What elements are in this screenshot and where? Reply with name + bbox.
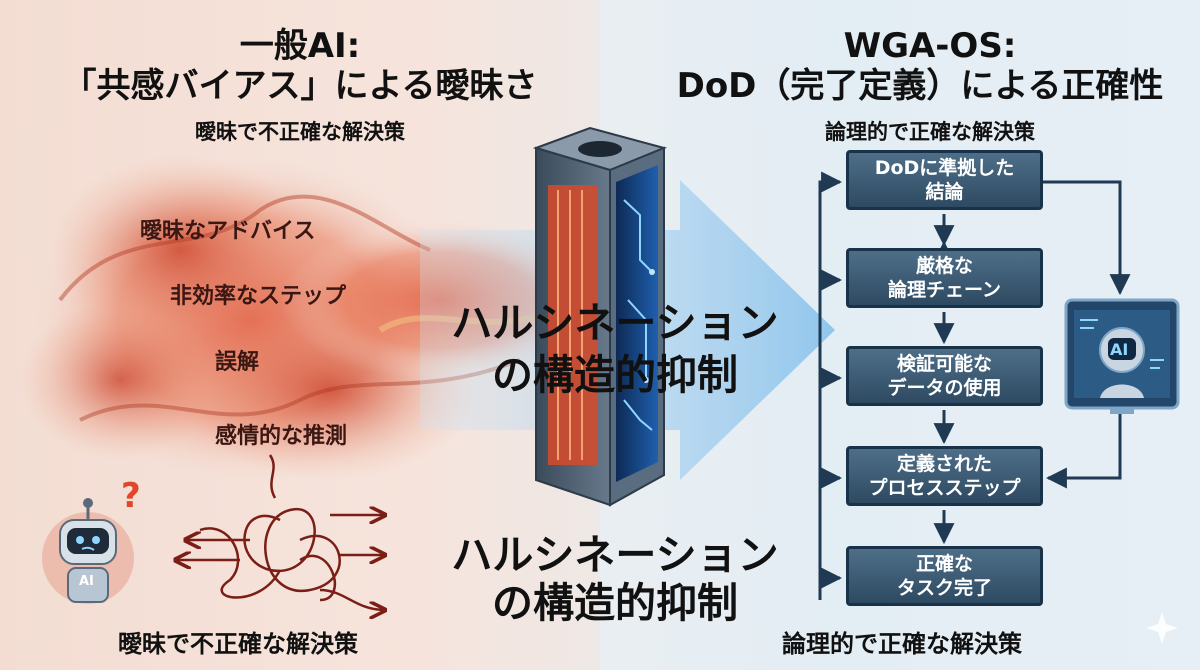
step-logic-chain: 厳格な 論理チェーン — [846, 248, 1043, 308]
step-dod-conclusion: DoDに準拠した 結論 — [846, 150, 1043, 210]
robot-confused-icon — [42, 498, 134, 604]
center-lower-line1: ハルシネーション — [451, 531, 779, 579]
right-subtitle: 論理的で正確な解決策 — [825, 120, 1035, 144]
step-line1: DoDに準拠した — [874, 157, 1015, 179]
ai-monitor-icon — [1064, 298, 1180, 414]
right-title-line1: WGA-OS: — [843, 26, 1017, 66]
robot-ai-badge: AI — [79, 574, 94, 589]
left-subtitle: 曖昧で不正確な解決策 — [195, 120, 405, 144]
step-line1: 定義された — [896, 453, 992, 475]
step-task-completion: 正確な タスク完了 — [846, 546, 1043, 606]
step-line2: 結論 — [925, 181, 964, 203]
monitor-ai-badge: AI — [1110, 340, 1129, 359]
left-item-vague-advice: 曖昧なアドバイス — [140, 219, 316, 244]
step-verifiable-data: 検証可能な データの使用 — [846, 346, 1043, 406]
step-line2: データの使用 — [887, 377, 1002, 399]
center-lower-line2: の構造的抑制 — [492, 579, 738, 627]
center-main-line1: ハルシネーション — [451, 299, 779, 347]
left-item-misunderstanding: 誤解 — [215, 350, 260, 375]
tangled-lines-icon — [175, 454, 385, 610]
question-mark: ? — [121, 476, 141, 516]
step-line2: 論理チェーン — [887, 279, 1002, 301]
step-line1: 厳格な — [915, 255, 973, 277]
left-item-emotional-guess: 感情的な推測 — [215, 424, 348, 449]
step-line1: 検証可能な — [896, 353, 992, 375]
right-title-line2: DoD（完了定義）による正確性 — [676, 66, 1164, 106]
center-main-line2: の構造的抑制 — [492, 351, 738, 399]
step-line1: 正確な — [915, 553, 973, 575]
flow-connectors — [818, 171, 1131, 600]
step-line2: タスク完了 — [896, 577, 992, 599]
step-line2: プロセスステップ — [868, 477, 1021, 499]
step-process-steps: 定義された プロセスステップ — [846, 446, 1043, 506]
filter-tower-icon — [532, 126, 668, 507]
left-title-line1: 一般AI: — [239, 26, 361, 66]
left-title-line2: 「共感バイアス」による曖昧さ — [62, 66, 538, 106]
left-footer: 曖昧で不正確な解決策 — [118, 630, 358, 658]
right-footer: 論理的で正確な解決策 — [782, 630, 1022, 658]
sparkle-icon — [1146, 612, 1178, 644]
left-item-inefficient-steps: 非効率なステップ — [170, 284, 347, 309]
